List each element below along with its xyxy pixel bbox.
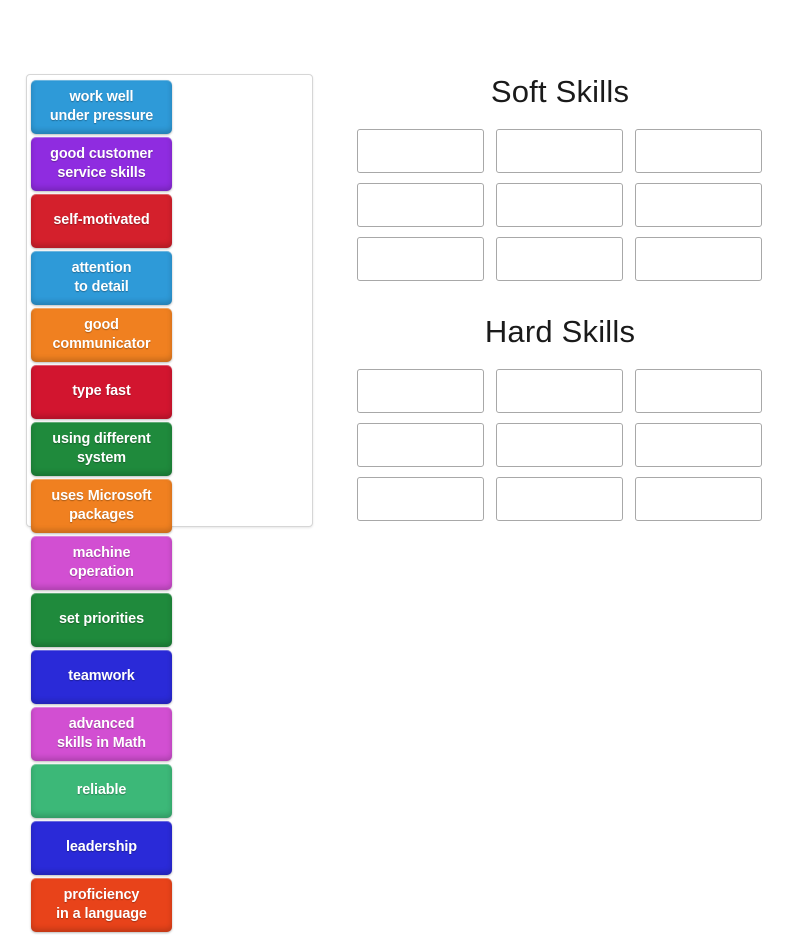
drop-slot[interactable] <box>635 237 762 281</box>
drop-zone-grid-soft-skills <box>357 129 763 281</box>
drop-slot[interactable] <box>357 183 484 227</box>
skill-tile[interactable]: leadership <box>31 821 172 875</box>
drop-slot[interactable] <box>357 129 484 173</box>
skill-tile-label: teamwork <box>68 668 135 685</box>
skill-tile[interactable]: type fast <box>31 365 172 419</box>
skill-tile-label: leadership <box>66 839 137 856</box>
skill-tile[interactable]: reliable <box>31 764 172 818</box>
drop-slot[interactable] <box>496 423 623 467</box>
drop-slot[interactable] <box>496 183 623 227</box>
drop-slot[interactable] <box>357 237 484 281</box>
drop-slot[interactable] <box>635 129 762 173</box>
drop-slot[interactable] <box>496 477 623 521</box>
drop-slot[interactable] <box>635 423 762 467</box>
skill-tile-label: reliable <box>76 782 127 799</box>
drop-slot[interactable] <box>357 477 484 521</box>
drop-slot[interactable] <box>357 369 484 413</box>
skill-tile-label: self-motivated <box>53 212 150 229</box>
skill-tile[interactable]: teamwork <box>31 650 172 704</box>
drop-slot[interactable] <box>496 129 623 173</box>
skill-tile-label: set priorities <box>59 611 144 628</box>
category-title-soft-skills: Soft Skills <box>490 74 630 109</box>
category-hard-skills: Hard Skills <box>357 312 763 521</box>
drop-slot[interactable] <box>635 369 762 413</box>
skill-tile-label: type fast <box>72 383 131 400</box>
drop-slot[interactable] <box>635 477 762 521</box>
drop-zone-grid-hard-skills <box>357 369 763 521</box>
category-title-hard-skills: Hard Skills <box>484 314 636 349</box>
drop-slot[interactable] <box>357 423 484 467</box>
skill-tile[interactable]: self-motivated <box>31 194 172 248</box>
drop-slot[interactable] <box>635 183 762 227</box>
drop-slot[interactable] <box>496 237 623 281</box>
drop-slot[interactable] <box>496 369 623 413</box>
skill-tile[interactable]: set priorities <box>31 593 172 647</box>
category-soft-skills: Soft Skills <box>357 72 763 281</box>
